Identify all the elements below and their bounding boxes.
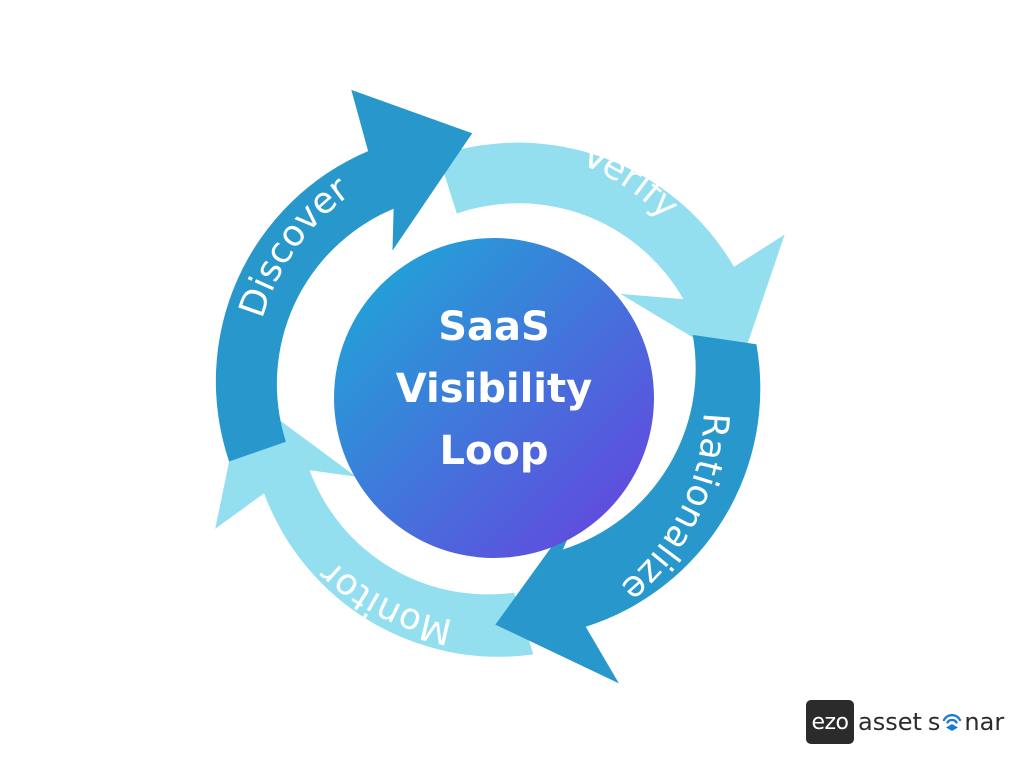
rationalize-arrow (495, 334, 761, 684)
center-title-line-3: Loop (439, 428, 548, 474)
logo-wordmark: asset s nar (858, 708, 1004, 736)
logo-ezo-box: ezo (806, 700, 854, 744)
center-title-line-1: SaaS (438, 304, 550, 350)
center-title-line-2: Visibility (396, 366, 592, 412)
sonar-signal-icon (943, 713, 962, 731)
center-circle (334, 238, 654, 558)
ezo-assetsonar-logo: ezo asset s nar (806, 700, 1004, 744)
monitor-arrow (215, 393, 534, 657)
logo-word-part-3: nar (964, 708, 1005, 736)
logo-word-part-2: s (927, 708, 941, 736)
verify-arrow (438, 142, 785, 366)
logo-word-part-1: asset (858, 708, 922, 736)
discover-arrow (215, 89, 473, 462)
